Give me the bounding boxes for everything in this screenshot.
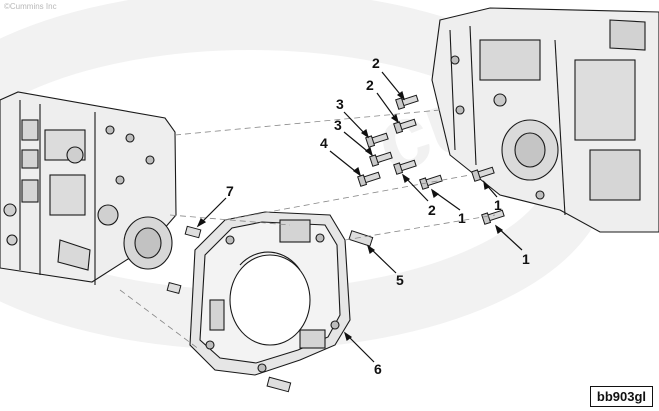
copyright-notice: ©Cummins Inc [4, 2, 57, 11]
dowel-pins [166, 225, 374, 393]
callout-6: 6 [374, 361, 382, 377]
figure-code-label: bb903gl [589, 386, 653, 407]
callout-5: 5 [396, 272, 404, 288]
engine-block-left [0, 91, 177, 285]
callout-1a: 1 [458, 210, 466, 226]
callout-numbers: 2 2 3 3 4 2 1 1 1 7 5 6 [226, 55, 530, 377]
callout-1b: 1 [494, 197, 502, 213]
gear-housing-plate [189, 211, 351, 376]
callout-3a: 3 [336, 96, 344, 112]
callout-2b: 2 [366, 77, 374, 93]
alignment-lines [119, 109, 496, 351]
capscrews [357, 94, 505, 225]
callout-2c: 2 [428, 202, 436, 218]
callout-2a: 2 [372, 55, 380, 71]
callout-3b: 3 [334, 117, 342, 133]
callout-1c: 1 [522, 251, 530, 267]
leader-lines [196, 71, 523, 363]
callout-7: 7 [226, 183, 234, 199]
engine-block-right [431, 7, 659, 233]
callout-4: 4 [320, 135, 328, 151]
